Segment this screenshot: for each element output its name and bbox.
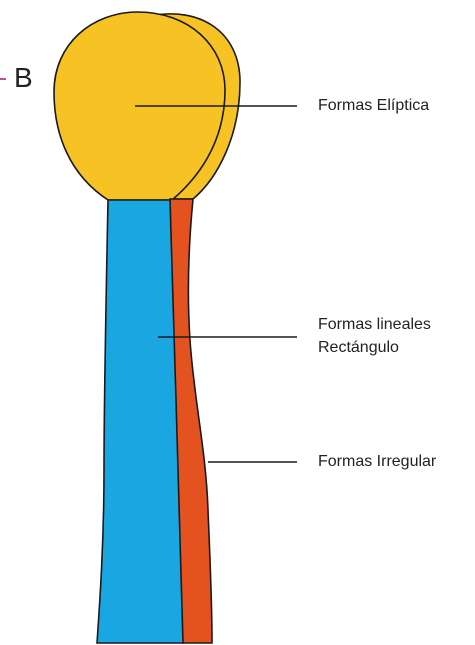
label-linear-line2: Rectángulo [318, 336, 399, 360]
label-elliptic: Formas Elíptica [318, 94, 429, 118]
shaft [97, 200, 183, 643]
label-linear-line1: Formas lineales [318, 313, 431, 337]
label-irregular: Formas Irregular [318, 450, 436, 474]
